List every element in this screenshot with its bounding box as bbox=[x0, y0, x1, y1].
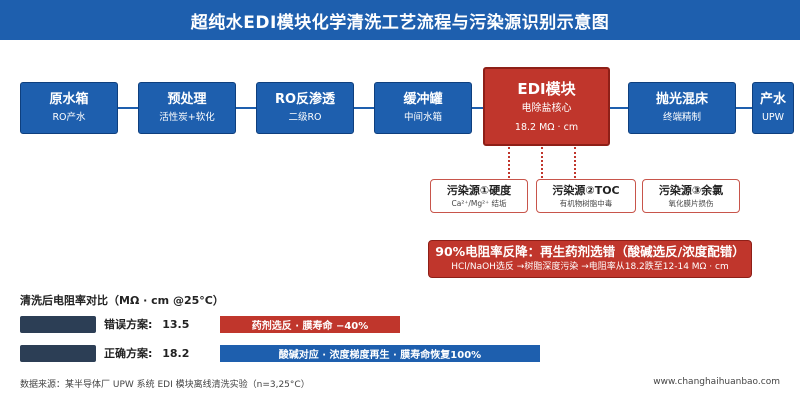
step-desc: 活性炭+软化 bbox=[159, 112, 215, 123]
pollutant-connector-1 bbox=[508, 147, 510, 178]
pollutant-name: 污染源②TOC bbox=[552, 183, 620, 197]
footer-site-link[interactable]: www.changhaihuanbao.com bbox=[653, 377, 780, 387]
title-bar: 超纯水EDI模块化学清洗工艺流程与污染源识别示意图 bbox=[0, 0, 800, 40]
pollutant-desc: Ca²⁺/Mg²⁺ 结垢 bbox=[451, 198, 507, 208]
step-name: RO反渗透 bbox=[274, 92, 336, 107]
comparison-row-wrong: 错误方案: 13.5 bbox=[104, 316, 189, 333]
step-desc: 二级RO bbox=[288, 112, 322, 123]
comparison-bar-correct bbox=[20, 345, 96, 362]
step-desc: 终端精制 bbox=[662, 112, 701, 123]
step-spec: 18.2 MΩ · cm bbox=[514, 122, 579, 133]
step-buffer-tank: 缓冲罐 中间水箱 bbox=[374, 82, 472, 134]
step-product-water: 产水 UPW bbox=[752, 82, 794, 134]
step-raw-water-tank: 原水箱 RO产水 bbox=[20, 82, 118, 134]
pollutant-connector-2 bbox=[541, 147, 543, 178]
step-name: 原水箱 bbox=[49, 92, 89, 107]
comparison-title: 清洗后电阻率对比（MΩ · cm @25°C） bbox=[20, 294, 224, 307]
footer-source: 数据来源：某半导体厂 UPW 系统 EDI 模块离线清洗实验（n=3,25°C） bbox=[20, 380, 310, 390]
pollutant-name: 污染源①硬度 bbox=[446, 183, 512, 197]
step-desc: RO产水 bbox=[52, 112, 86, 123]
alert-headline: 90%电阻率反降：再生药剂选错（酸碱选反/浓度配错） bbox=[435, 244, 745, 259]
step-polishing-mixed-bed: 抛光混床 终端精制 bbox=[628, 82, 736, 134]
step-name: 产水 bbox=[759, 92, 786, 107]
step-name: 缓冲罐 bbox=[403, 92, 443, 107]
comparison-note-wrong: 药剂选反 · 膜寿命 −40% bbox=[220, 316, 400, 333]
comparison-label: 错误方案: bbox=[104, 318, 153, 331]
step-reverse-osmosis: RO反渗透 二级RO bbox=[256, 82, 354, 134]
step-desc: UPW bbox=[761, 112, 785, 123]
pollutant-desc: 有机物树脂中毒 bbox=[559, 198, 613, 208]
step-desc: 中间水箱 bbox=[403, 112, 442, 123]
pollutant-toc: 污染源②TOC 有机物树脂中毒 bbox=[536, 179, 636, 213]
comparison-bar-wrong bbox=[20, 316, 96, 333]
pollutant-name: 污染源③余氯 bbox=[658, 183, 724, 197]
comparison-note-correct: 酸碱对应 · 浓度梯度再生 · 膜寿命恢复100% bbox=[220, 345, 540, 362]
step-name: 抛光混床 bbox=[655, 92, 708, 107]
step-name: 预处理 bbox=[167, 92, 207, 107]
pollutant-residual-chlorine: 污染源③余氯 氧化膜片损伤 bbox=[642, 179, 740, 213]
comparison-row-correct: 正确方案: 18.2 bbox=[104, 345, 189, 362]
alert-detail: HCl/NaOH选反 →树脂深度污染 →电阻率从18.2跌至12-14 MΩ ·… bbox=[451, 262, 729, 272]
step-pretreatment: 预处理 活性炭+软化 bbox=[138, 82, 236, 134]
pollutant-desc: 氧化膜片损伤 bbox=[668, 198, 714, 208]
comparison-value: 13.5 bbox=[162, 318, 190, 331]
step-name: EDI模块 bbox=[517, 80, 576, 98]
pollutant-connector-3 bbox=[574, 147, 576, 178]
step-desc: 电除盐核心 bbox=[521, 103, 572, 114]
comparison-label: 正确方案: bbox=[104, 347, 153, 360]
step-edi-module: EDI模块 电除盐核心 18.2 MΩ · cm bbox=[483, 67, 610, 146]
pollutant-hardness: 污染源①硬度 Ca²⁺/Mg²⁺ 结垢 bbox=[430, 179, 528, 213]
comparison-value: 18.2 bbox=[162, 347, 190, 360]
diagram-title: 超纯水EDI模块化学清洗工艺流程与污染源识别示意图 bbox=[190, 12, 610, 33]
resistivity-drop-alert: 90%电阻率反降：再生药剂选错（酸碱选反/浓度配错） HCl/NaOH选反 →树… bbox=[428, 240, 752, 278]
